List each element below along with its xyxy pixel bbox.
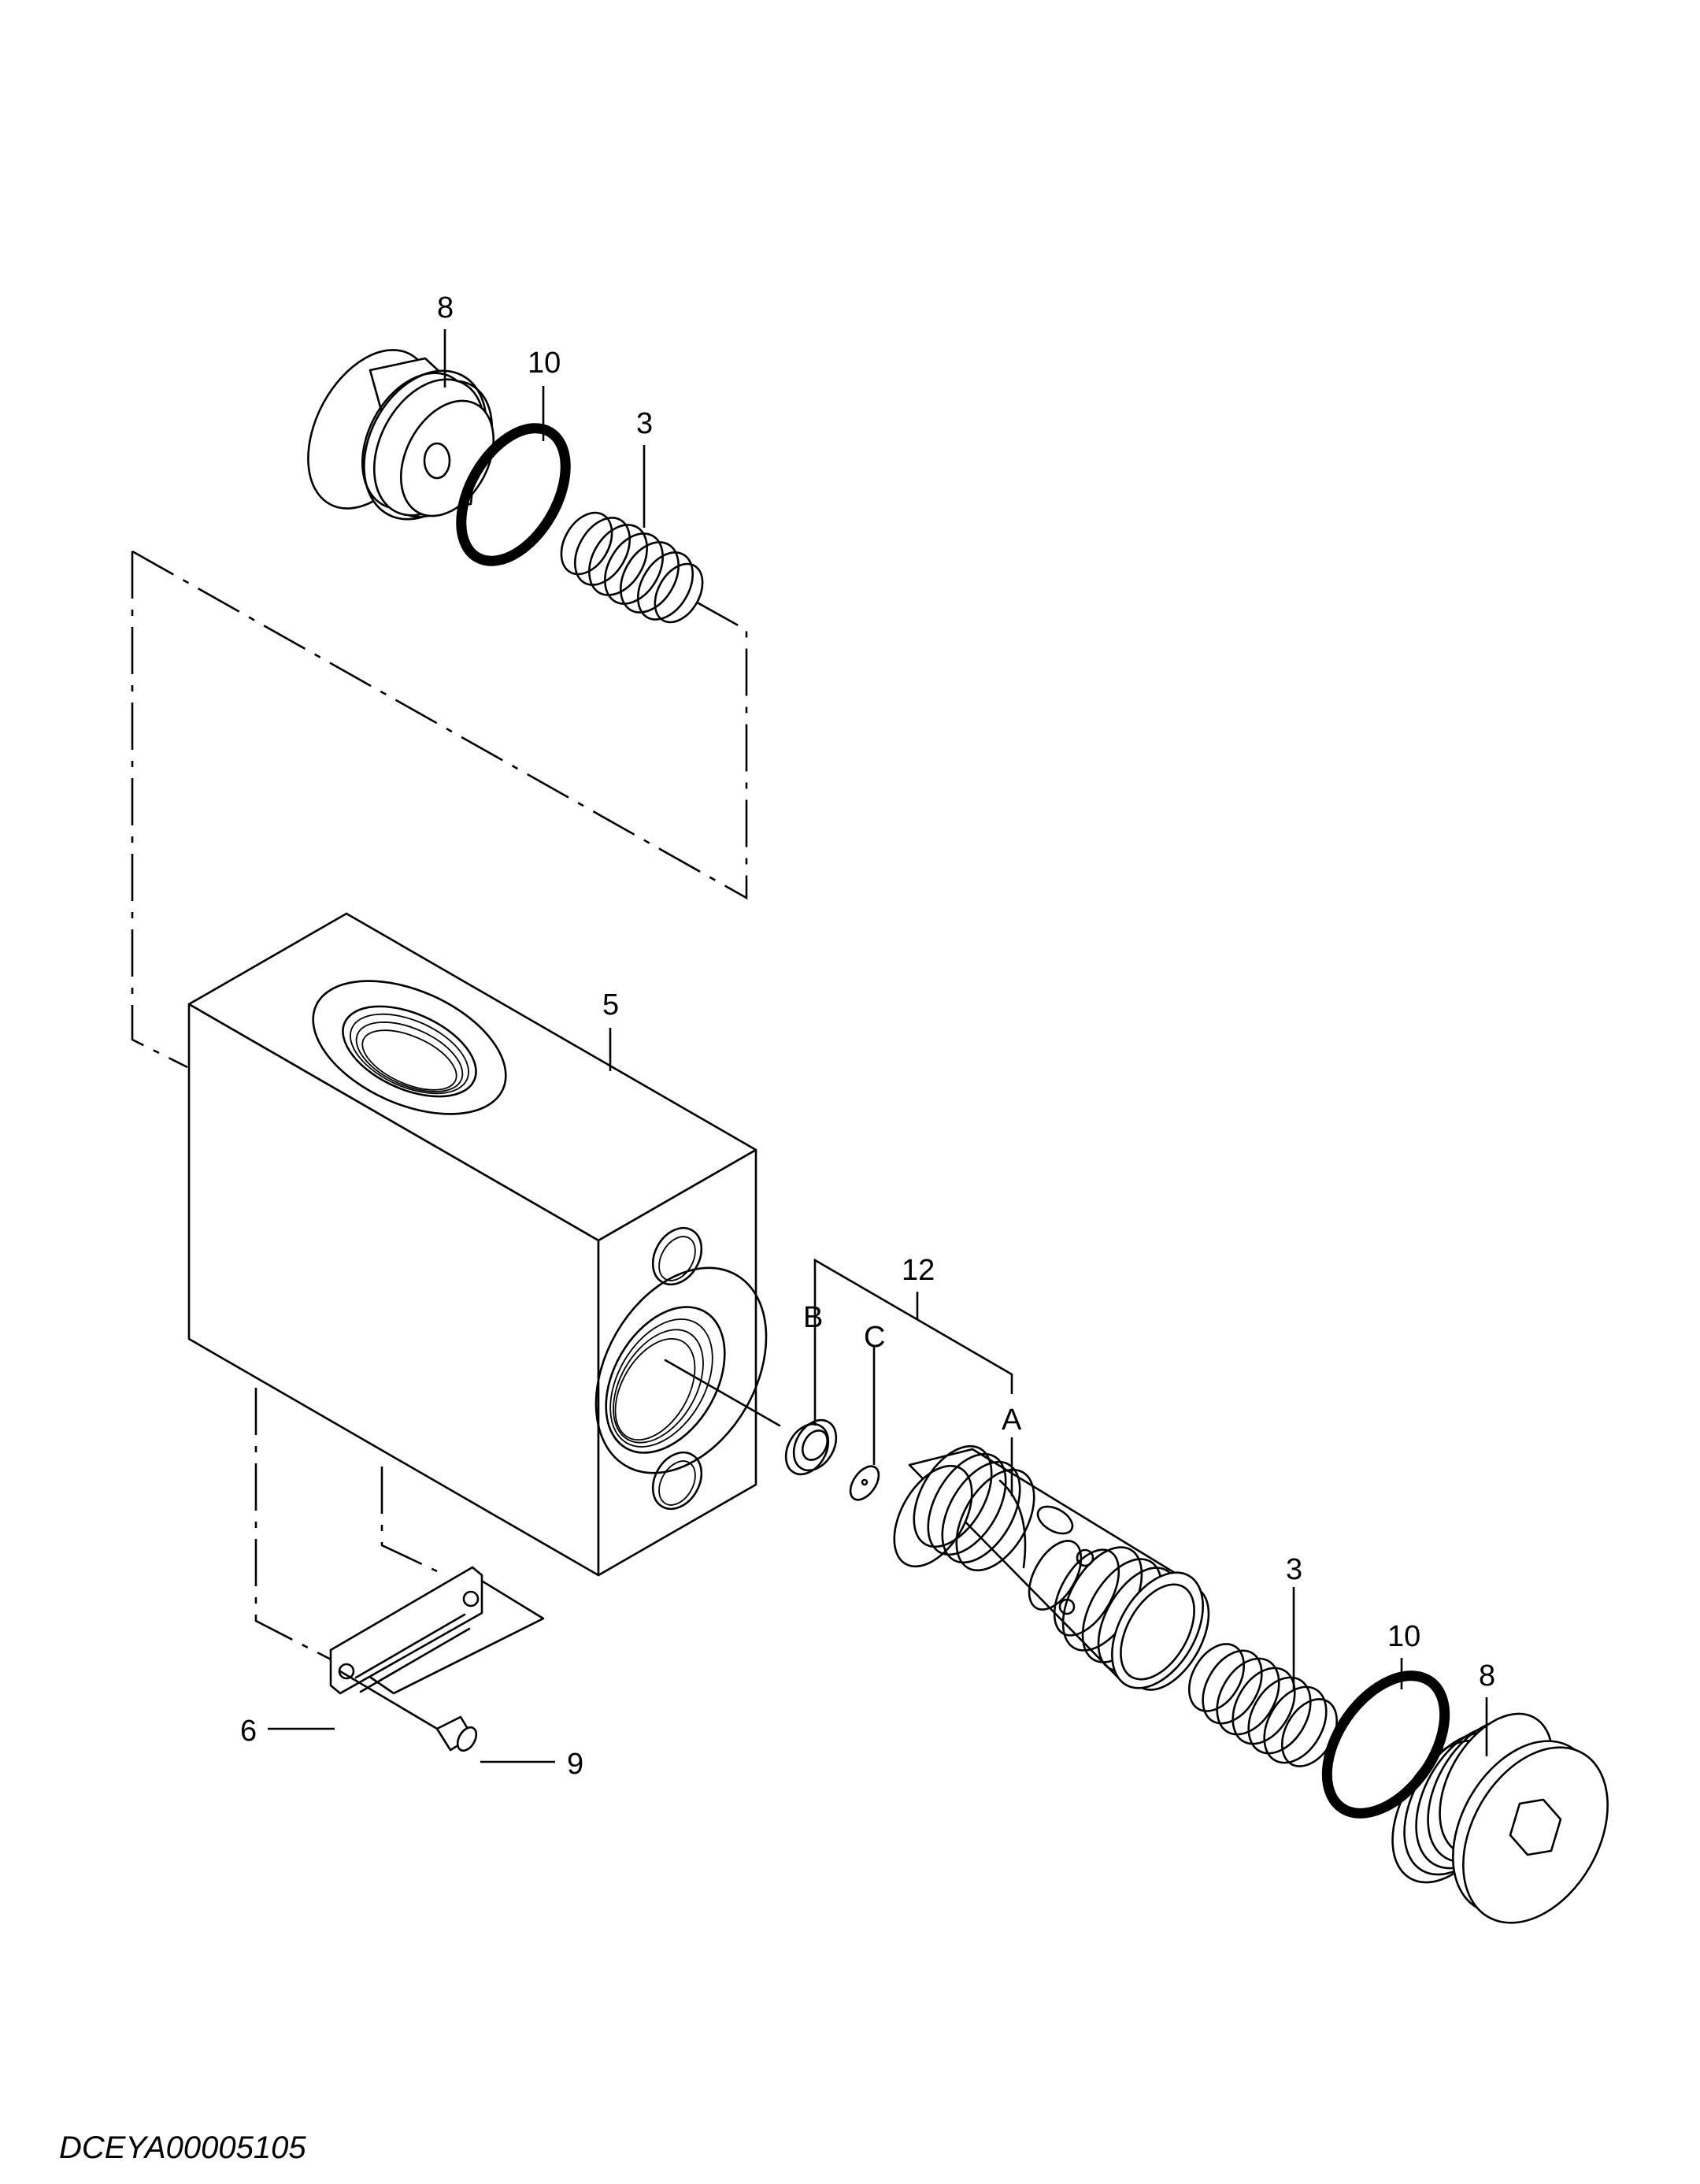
label-oring-bottom: 10	[1387, 1620, 1420, 1653]
pin-part	[435, 1715, 478, 1752]
leaders	[268, 329, 1488, 1763]
label-oring-top: 10	[528, 347, 561, 380]
label-sub-c: C	[864, 1321, 885, 1354]
spring-bottom-part	[1188, 1643, 1338, 1767]
plug-bottom-part	[1391, 1712, 1609, 1924]
phantom-lines	[131, 550, 748, 1665]
washer-c-part	[849, 1465, 880, 1501]
label-spool-group: 12	[902, 1254, 935, 1287]
label-sub-b: B	[803, 1301, 823, 1334]
spool-a-part	[893, 1444, 1210, 1691]
oring-top-part	[456, 423, 571, 566]
label-body: 5	[602, 988, 619, 1022]
drawing-code: DCEYA00005105	[59, 2130, 306, 2165]
part-number-labels: 8 10 3 5 12 B C A 3 10 8 6 9	[240, 291, 1495, 1781]
label-spring-top: 3	[636, 407, 653, 440]
label-plug-top: 8	[437, 291, 454, 324]
valve-body-part	[187, 912, 781, 1577]
spring-top-part	[560, 511, 704, 624]
label-plate: 6	[240, 1715, 257, 1748]
seat-b-part	[784, 1418, 838, 1476]
label-plug-bottom: 8	[1479, 1659, 1495, 1693]
plate-part	[329, 1566, 545, 1738]
label-pin: 9	[567, 1748, 583, 1781]
plug-top-part	[307, 349, 495, 521]
label-sub-a: A	[1002, 1403, 1022, 1437]
label-spring-bottom: 3	[1286, 1553, 1302, 1586]
